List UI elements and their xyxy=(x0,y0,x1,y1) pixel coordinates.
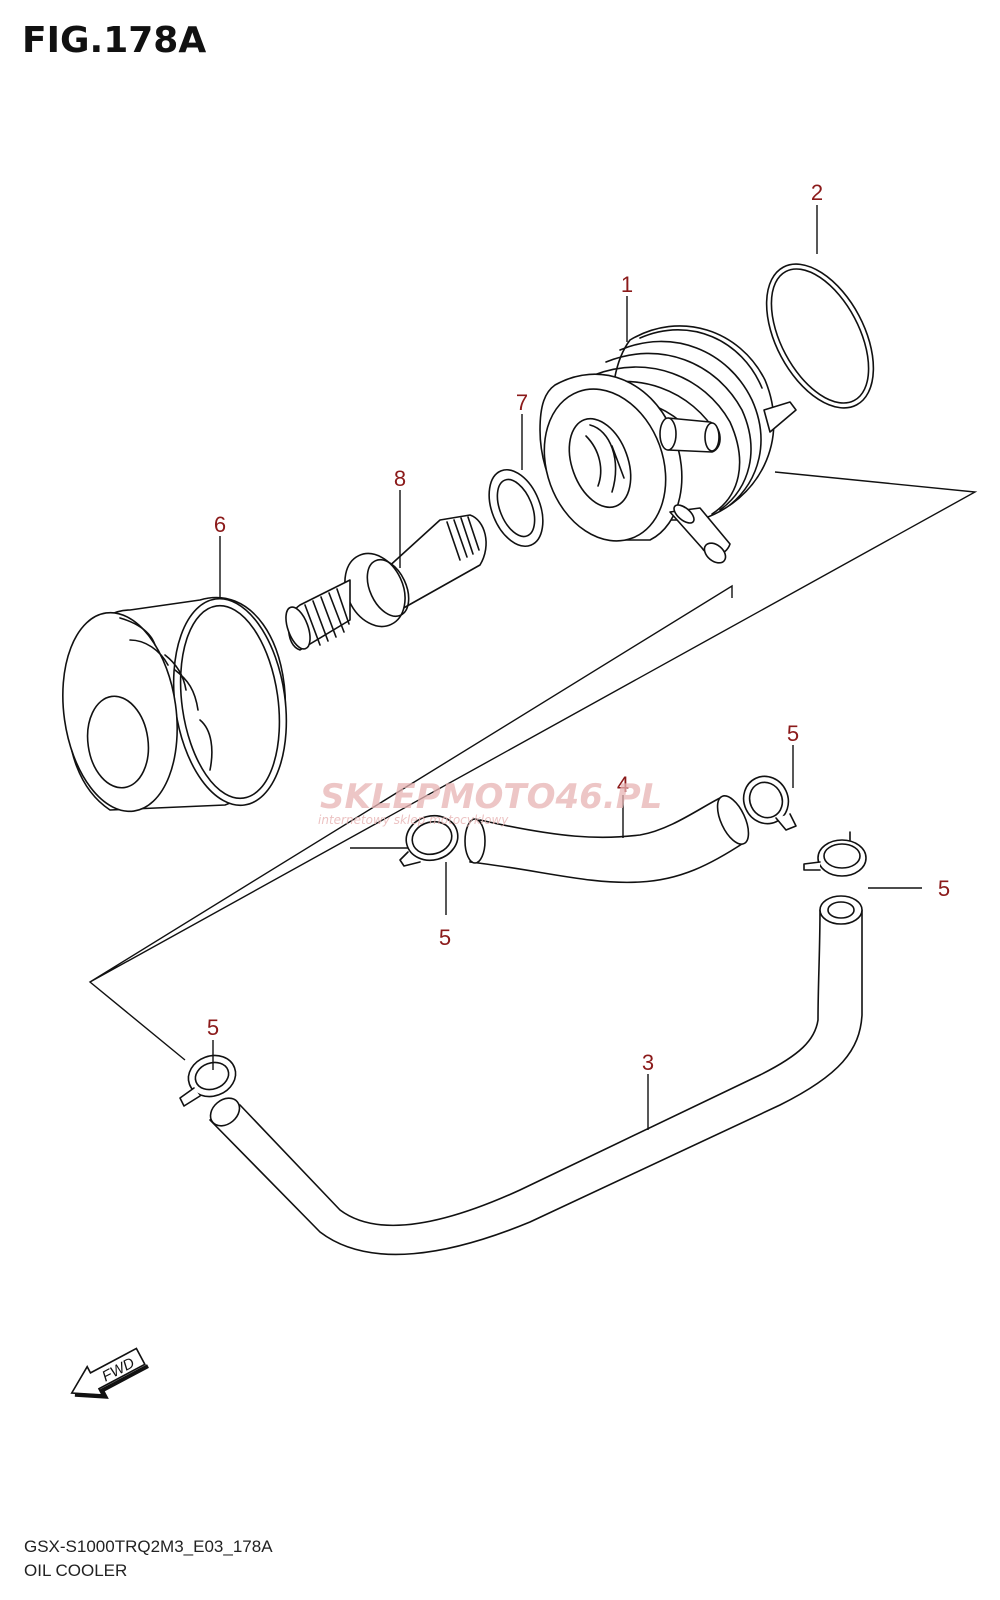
callout-6: 6 xyxy=(214,512,226,537)
gasket-part[interactable] xyxy=(479,462,553,554)
callout-3: 3 xyxy=(642,1050,654,1075)
assembly-outline xyxy=(88,471,978,1061)
callout-2: 2 xyxy=(811,180,823,205)
callout-8: 8 xyxy=(394,466,406,491)
union-bolt-part[interactable] xyxy=(281,514,487,652)
leader-lines xyxy=(212,205,922,1130)
callout-7: 7 xyxy=(516,390,528,415)
callout-1: 1 xyxy=(621,272,633,297)
oil-filter-part[interactable] xyxy=(51,591,299,818)
drawing-code: GSX-S1000TRQ2M3_E03_178A xyxy=(24,1537,273,1556)
hose-clamp-2[interactable] xyxy=(736,769,797,831)
o-ring-part[interactable] xyxy=(745,246,896,425)
hose-clamp-4[interactable] xyxy=(179,1049,241,1107)
fwd-arrow-icon: FWD xyxy=(70,1347,149,1399)
long-hose-part[interactable] xyxy=(205,895,863,1256)
watermark-tagline: internetowy sklep motocyklowy xyxy=(318,813,509,827)
callout-5-middle: 5 xyxy=(439,925,451,950)
callout-5-right: 5 xyxy=(938,876,950,901)
figure-title: FIG.178A xyxy=(22,20,207,61)
oil-cooler-part[interactable] xyxy=(524,325,797,567)
hose-clamp-3[interactable] xyxy=(803,831,867,877)
callout-4: 4 xyxy=(617,772,629,797)
footer: GSX-S1000TRQ2M3_E03_178A OIL COOLER xyxy=(24,1535,273,1583)
callout-5-top-right: 5 xyxy=(787,721,799,746)
hose-clamp-1[interactable] xyxy=(399,810,463,867)
callout-5-left: 5 xyxy=(207,1015,219,1040)
short-hose-part[interactable] xyxy=(464,791,755,884)
watermark-logo: SKLEPMOTO46.PL xyxy=(320,777,662,817)
drawing-name: OIL COOLER xyxy=(24,1561,128,1580)
